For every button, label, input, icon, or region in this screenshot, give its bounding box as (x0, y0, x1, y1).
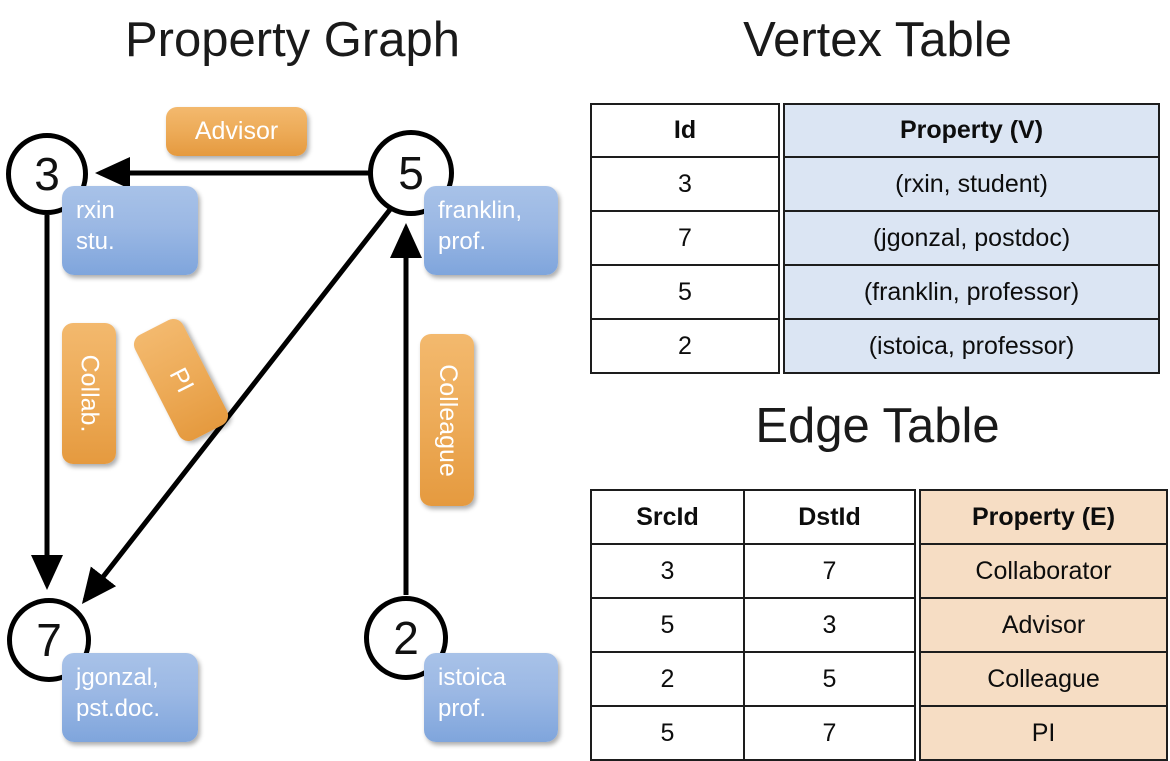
vertex-table-property-column: Property (V) (rxin, student) (jgonzal, p… (783, 103, 1160, 374)
table-row: 5 (743, 653, 916, 707)
graph-node-3-label: 3 (34, 148, 60, 200)
graph-node-7-label: 7 (36, 614, 62, 666)
vertex-property-box-2[interactable]: istoica prof. (424, 653, 558, 742)
graph-node-2-label: 2 (393, 612, 419, 664)
table-row: 5 (590, 599, 745, 653)
table-row: 3 (590, 158, 780, 212)
table-row: Colleague (919, 653, 1168, 707)
table-row: 3 (743, 599, 916, 653)
edge-table-srcid-column: SrcId 3 5 2 5 (590, 489, 745, 761)
vertex-property-box-7-line1: jgonzal, (76, 664, 159, 691)
page-title-edge-table: Edge Table (755, 399, 1000, 453)
table-row: 2 (590, 653, 745, 707)
edge-label-collab[interactable]: Collab. (62, 323, 116, 464)
vertex-table-id-column: Id 3 7 5 2 (590, 103, 780, 374)
table-row: (jgonzal, postdoc) (783, 212, 1160, 266)
table-row: 3 (590, 545, 745, 599)
vertex-property-box-3-line1: rxin (76, 197, 115, 224)
graph-node-2[interactable]: 2 (364, 596, 448, 680)
edge-label-colleague-text: Colleague (433, 363, 462, 477)
table-row: PI (919, 707, 1168, 761)
page-title-vertex-table: Vertex Table (743, 13, 1012, 67)
table-row: (rxin, student) (783, 158, 1160, 212)
table-row: Advisor (919, 599, 1168, 653)
table-row: (franklin, professor) (783, 266, 1160, 320)
table-row: (istoica, professor) (783, 320, 1160, 374)
graph-edges-svg (31, 157, 422, 604)
table-row: 7 (743, 545, 916, 599)
edge-label-colleague[interactable]: Colleague (420, 334, 474, 506)
table-row: 7 (590, 212, 780, 266)
vertex-property-box-3[interactable]: rxin stu. (62, 186, 198, 275)
vertex-property-box-2-line1: istoica (438, 664, 507, 691)
table-row: 5 (590, 707, 745, 761)
vertex-property-box-5[interactable]: franklin, prof. (424, 186, 558, 275)
edge-label-advisor-text: Advisor (194, 117, 279, 145)
vertex-table-header-property: Property (V) (783, 103, 1160, 158)
vertex-property-box-3-line2: stu. (76, 227, 115, 255)
vertex-property-box-7[interactable]: jgonzal, pst.doc. (62, 653, 198, 742)
graph-node-5[interactable]: 5 (368, 130, 454, 216)
page-title-property-graph: Property Graph (125, 13, 460, 67)
edge-table: SrcId 3 5 2 5 DstId 7 3 5 7 Property (E)… (590, 489, 1168, 761)
table-row: 2 (590, 320, 780, 374)
table-row: 5 (590, 266, 780, 320)
graph-node-5-label: 5 (398, 147, 424, 199)
edge-table-dstid-column: DstId 7 3 5 7 (743, 489, 916, 761)
edge-5-to-7 (81, 205, 394, 604)
table-row: 7 (743, 707, 916, 761)
vertex-property-box-2-line2: prof. (438, 694, 487, 722)
edge-table-header-property: Property (E) (919, 489, 1168, 545)
edge-label-advisor[interactable]: Advisor (166, 107, 307, 156)
vertex-table: Id 3 7 5 2 Property (V) (rxin, student) … (590, 103, 1160, 374)
edge-label-collab-text: Collab. (75, 354, 104, 433)
vertex-property-box-7-line2: pst.doc. (76, 694, 161, 722)
vertex-property-box-5-line1: franklin, (438, 197, 523, 224)
property-graph-diagram: 3 5 7 2 rxin stu. franklin, prof. jgonza… (0, 0, 585, 760)
vertex-table-header-id: Id (590, 103, 780, 158)
edge-table-header-dstid: DstId (743, 489, 916, 545)
edge-table-property-column: Property (E) Collaborator Advisor Collea… (919, 489, 1168, 761)
vertex-property-box-5-line2: prof. (438, 227, 487, 255)
table-row: Collaborator (919, 545, 1168, 599)
edge-label-pi-text: PI (163, 362, 200, 397)
edge-table-header-srcid: SrcId (590, 489, 745, 545)
